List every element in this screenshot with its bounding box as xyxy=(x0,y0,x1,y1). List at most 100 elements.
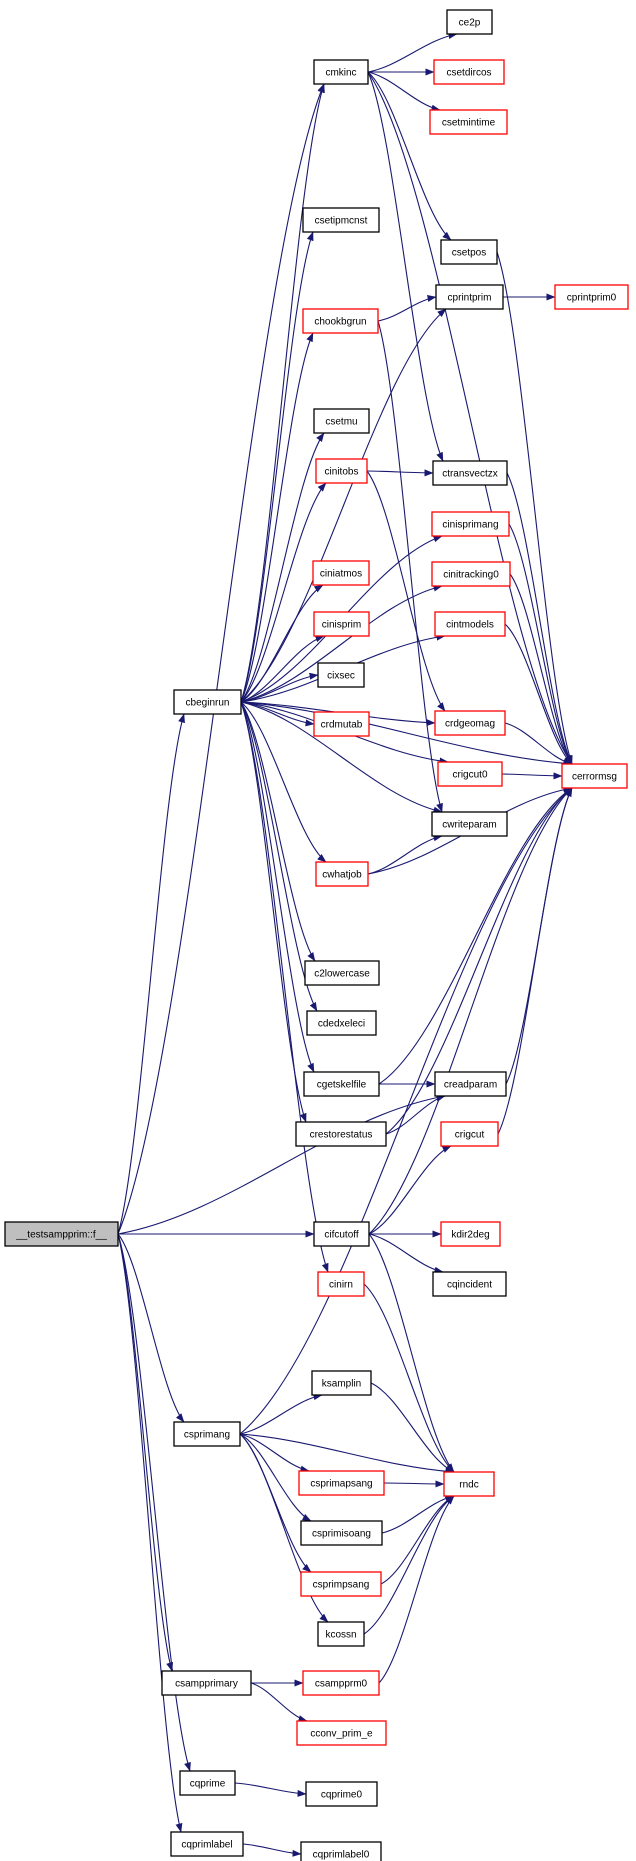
node-cinisprim[interactable]: cinisprim xyxy=(313,611,370,637)
node-cmkinc[interactable]: cmkinc xyxy=(313,59,369,85)
node-ksamplin[interactable]: ksamplin xyxy=(311,1370,372,1396)
node-csetmintime[interactable]: csetmintime xyxy=(429,109,508,135)
node-box[interactable] xyxy=(429,109,508,135)
node-box[interactable] xyxy=(300,1841,382,1861)
node-box[interactable] xyxy=(315,458,368,484)
node-box[interactable] xyxy=(313,59,369,85)
node-ciniatmos[interactable]: ciniatmos xyxy=(312,560,370,586)
node-kcossn[interactable]: kcossn xyxy=(317,1621,365,1647)
node-box[interactable] xyxy=(434,1071,507,1097)
node-box[interactable] xyxy=(431,561,511,587)
node-box[interactable] xyxy=(312,560,370,586)
node-ctransvectzx[interactable]: ctransvectzx xyxy=(432,460,508,486)
node-box[interactable] xyxy=(443,1471,495,1497)
node-cerrormsg[interactable]: cerrormsg xyxy=(561,763,628,789)
node-box[interactable] xyxy=(173,1421,241,1447)
node-csampprimary[interactable]: csampprimary xyxy=(161,1670,252,1696)
node-box[interactable] xyxy=(313,408,370,434)
node-box[interactable] xyxy=(302,1670,380,1696)
node-crigcut[interactable]: crigcut xyxy=(440,1121,499,1147)
node-box[interactable] xyxy=(170,1831,244,1857)
node-box[interactable] xyxy=(298,1470,385,1496)
node-c2lowercase[interactable]: c2lowercase xyxy=(304,960,380,986)
node-box[interactable] xyxy=(306,1010,377,1036)
node-box[interactable] xyxy=(431,511,510,537)
node-creadparam[interactable]: creadparam xyxy=(434,1071,507,1097)
node-box[interactable] xyxy=(435,284,504,310)
node-cbeginrun[interactable]: cbeginrun xyxy=(173,689,242,715)
node-csetpos[interactable]: csetpos xyxy=(440,239,498,265)
node-box[interactable] xyxy=(295,1121,387,1147)
node-cinirn[interactable]: cinirn xyxy=(317,1271,365,1297)
node-box[interactable] xyxy=(317,1271,365,1297)
node-box[interactable] xyxy=(431,811,508,837)
node-crdgeomag[interactable]: crdgeomag xyxy=(434,710,506,736)
node-cqprime[interactable]: cqprime xyxy=(179,1770,236,1796)
node-cqprimlabel0[interactable]: cqprimlabel0 xyxy=(300,1841,382,1861)
node-box[interactable] xyxy=(173,689,242,715)
node-box[interactable] xyxy=(446,9,493,35)
node-box[interactable] xyxy=(300,1571,382,1597)
node-box[interactable] xyxy=(432,460,508,486)
node-cwriteparam[interactable]: cwriteparam xyxy=(431,811,508,837)
node-cconv-prim-e[interactable]: cconv_prim_e xyxy=(296,1720,387,1746)
node-box[interactable] xyxy=(302,308,379,334)
node-cinitobs[interactable]: cinitobs xyxy=(315,458,368,484)
node-cprintprim[interactable]: cprintprim xyxy=(435,284,504,310)
node-crdmutab[interactable]: crdmutab xyxy=(313,711,370,737)
node-box[interactable] xyxy=(313,1221,370,1247)
node-box[interactable] xyxy=(317,662,365,688)
node-box[interactable] xyxy=(437,761,503,787)
node-csprimapsang[interactable]: csprimapsang xyxy=(298,1470,385,1496)
node-box[interactable] xyxy=(302,207,380,233)
node-crestorestatus[interactable]: crestorestatus xyxy=(295,1121,387,1147)
node-rndc[interactable]: rndc xyxy=(443,1471,495,1497)
node-cinitracking0[interactable]: cinitracking0 xyxy=(431,561,511,587)
node-box[interactable] xyxy=(300,1520,383,1546)
node-ce2p[interactable]: ce2p xyxy=(446,9,493,35)
node-cprintprim0[interactable]: cprintprim0 xyxy=(554,284,629,310)
node-cixsec[interactable]: cixsec xyxy=(317,662,365,688)
node-box[interactable] xyxy=(433,59,505,85)
node-box[interactable] xyxy=(317,1621,365,1647)
node-box[interactable] xyxy=(554,284,629,310)
node-box[interactable] xyxy=(434,710,506,736)
node-csprimpsang[interactable]: csprimpsang xyxy=(300,1571,382,1597)
node-box[interactable] xyxy=(311,1370,372,1396)
node-cinisprimang[interactable]: cinisprimang xyxy=(431,511,510,537)
node-csprimisoang[interactable]: csprimisoang xyxy=(300,1520,383,1546)
node-box[interactable] xyxy=(315,861,369,887)
node-box[interactable] xyxy=(313,711,370,737)
node-box[interactable] xyxy=(4,1221,119,1247)
node-cintmodels[interactable]: cintmodels xyxy=(434,611,506,637)
node-box[interactable] xyxy=(313,611,370,637)
node-box[interactable] xyxy=(440,1121,499,1147)
node-box[interactable] xyxy=(561,763,628,789)
node-box[interactable] xyxy=(161,1670,252,1696)
node-box[interactable] xyxy=(303,1071,380,1097)
node-box[interactable] xyxy=(434,611,506,637)
node-box[interactable] xyxy=(304,960,380,986)
node-box[interactable] xyxy=(440,1221,501,1247)
node-cqprime0[interactable]: cqprime0 xyxy=(305,1781,378,1807)
node-cwhatjob[interactable]: cwhatjob xyxy=(315,861,369,887)
node-csetdircos[interactable]: csetdircos xyxy=(433,59,505,85)
node-box[interactable] xyxy=(296,1720,387,1746)
node-box[interactable] xyxy=(179,1770,236,1796)
node-cgetskelfile[interactable]: cgetskelfile xyxy=(303,1071,380,1097)
node-csetmu[interactable]: csetmu xyxy=(313,408,370,434)
node-crigcut0[interactable]: crigcut0 xyxy=(437,761,503,787)
node-csampprm0[interactable]: csampprm0 xyxy=(302,1670,380,1696)
node-cdedxeleci[interactable]: cdedxeleci xyxy=(306,1010,377,1036)
node-csprimang[interactable]: csprimang xyxy=(173,1421,241,1447)
node-box[interactable] xyxy=(440,239,498,265)
node-box[interactable] xyxy=(432,1271,507,1297)
node-csetipmcnst[interactable]: csetipmcnst xyxy=(302,207,380,233)
node-root[interactable]: __testsampprim::f__ xyxy=(4,1221,119,1247)
node-cqincident[interactable]: cqincident xyxy=(432,1271,507,1297)
node-cifcutoff[interactable]: cifcutoff xyxy=(313,1221,370,1247)
node-box[interactable] xyxy=(305,1781,378,1807)
node-kdir2deg[interactable]: kdir2deg xyxy=(440,1221,501,1247)
node-chookbgrun[interactable]: chookbgrun xyxy=(302,308,379,334)
node-cqprimlabel[interactable]: cqprimlabel xyxy=(170,1831,244,1857)
